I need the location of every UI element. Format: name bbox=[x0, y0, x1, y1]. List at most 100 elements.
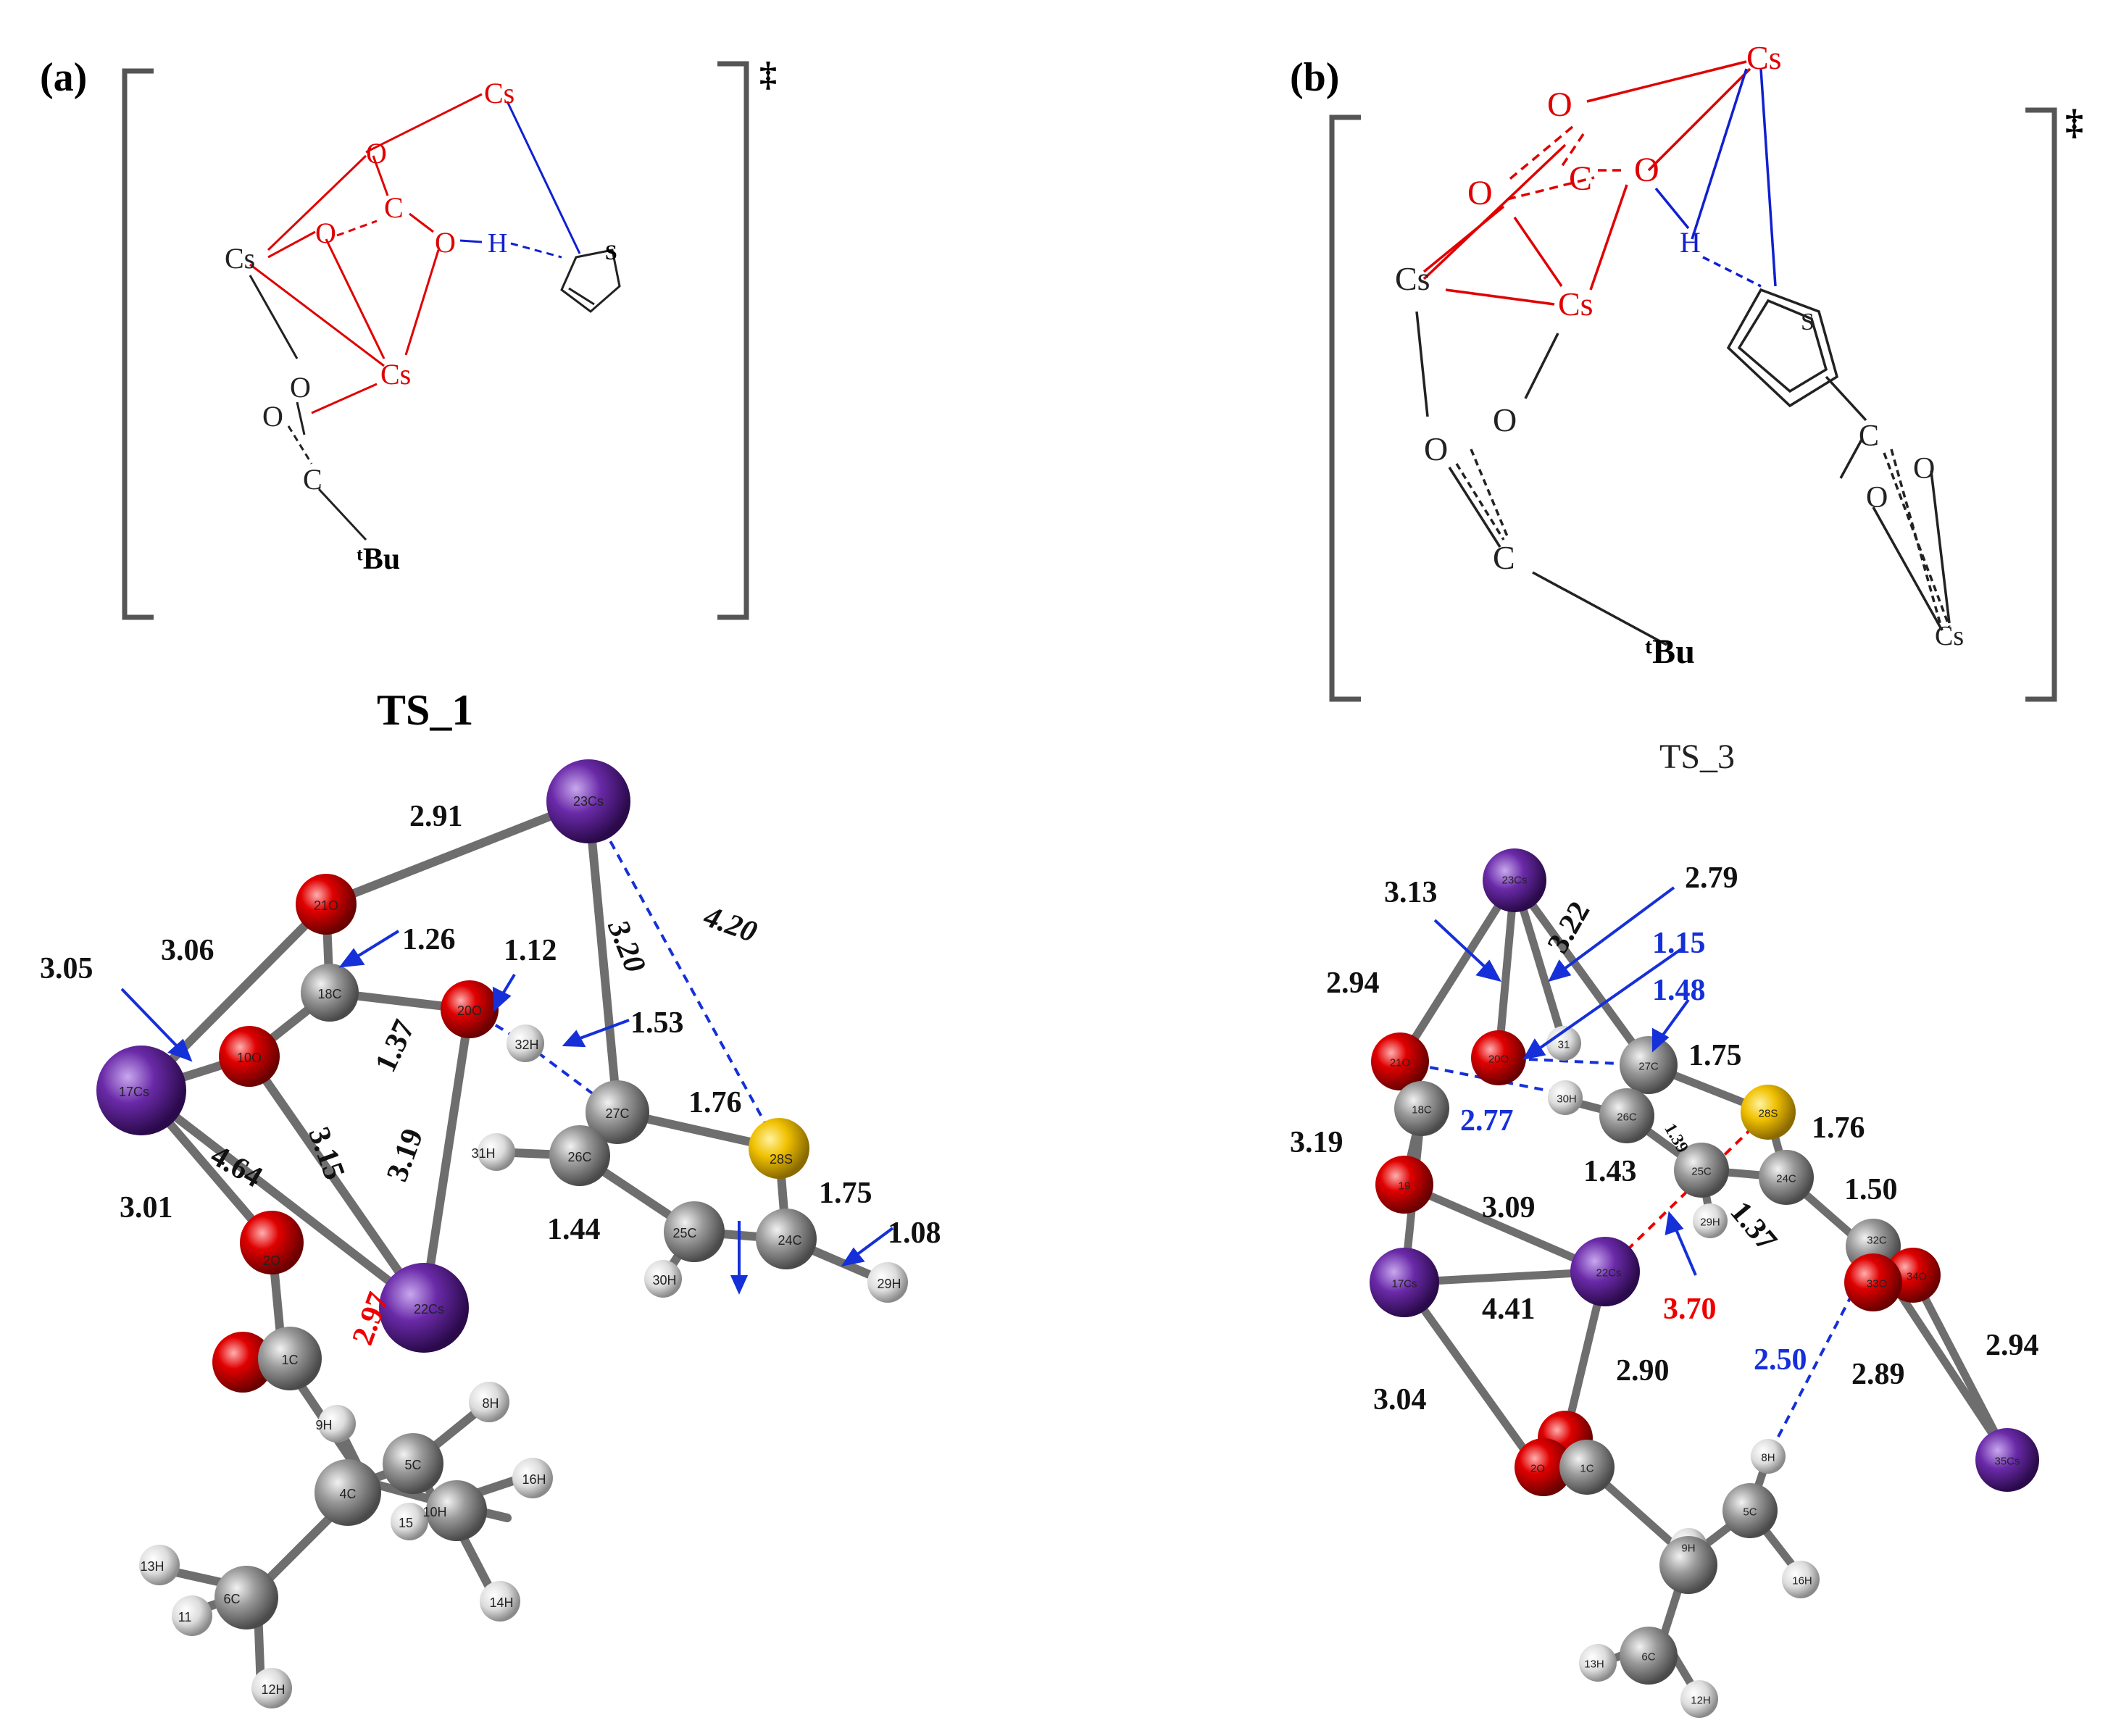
scheme-b-o-b: O bbox=[1424, 430, 1448, 467]
lbl-a-17: 17Cs bbox=[119, 1085, 149, 1099]
scheme-a-h: H bbox=[488, 228, 507, 259]
atom-a-16h bbox=[512, 1458, 553, 1498]
dist-b-289: 2.89 bbox=[1851, 1358, 1905, 1391]
scheme-a-cs-top: Cs bbox=[484, 77, 514, 109]
scheme-b-o-r1: O bbox=[1913, 452, 1935, 485]
panel-a-atoms bbox=[96, 759, 908, 1708]
panel-b-ts-label: TS_3 bbox=[1659, 738, 1735, 776]
lbl-a-6: 6C bbox=[223, 1592, 240, 1606]
atom-b-29h bbox=[1693, 1203, 1728, 1238]
atom-b-2o bbox=[1515, 1438, 1572, 1496]
lbl-b-22: 22Cs bbox=[1596, 1267, 1621, 1280]
lbl-a-21: 21O bbox=[314, 898, 338, 913]
atom-a-8h bbox=[469, 1382, 509, 1422]
lbl-b-2: 2O bbox=[1530, 1463, 1545, 1475]
dist-b-176: 1.76 bbox=[1812, 1111, 1865, 1145]
panel-b-scheme-text: Cs O O C O H Cs Cs S O O C O O C ᵗBu Cs bbox=[1395, 39, 1964, 671]
dist-b-143: 1.43 bbox=[1583, 1155, 1637, 1188]
lbl-b-21: 21O bbox=[1390, 1057, 1410, 1069]
atom-a-6c bbox=[214, 1566, 278, 1629]
atom-b-8h bbox=[1751, 1439, 1786, 1474]
scheme-b-c-low: C bbox=[1493, 539, 1515, 576]
lbl-a-12: 12H bbox=[261, 1682, 285, 1697]
panel-b-arrows bbox=[1433, 886, 1697, 1276]
scheme-a-cs-left: Cs bbox=[225, 242, 255, 275]
panel-a-ts-label: TS_1 bbox=[377, 686, 473, 734]
atom-a-29h bbox=[867, 1262, 908, 1303]
atom-b-19o bbox=[1375, 1156, 1433, 1214]
dist-a-306: 3.06 bbox=[161, 934, 214, 967]
atom-a-28s bbox=[749, 1118, 809, 1179]
atom-b-5c bbox=[1722, 1483, 1778, 1538]
lbl-a-2: 2O bbox=[263, 1253, 280, 1268]
scheme-a-c-lower: C bbox=[303, 463, 322, 496]
dist-b-277: 2.77 bbox=[1460, 1104, 1514, 1138]
atom-b-23cs bbox=[1483, 848, 1546, 912]
atom-a-13h bbox=[139, 1545, 180, 1585]
dist-b-290: 2.90 bbox=[1616, 1354, 1670, 1387]
panel-a-scheme-bonds bbox=[249, 93, 581, 541]
lbl-b-30: 30H bbox=[1557, 1093, 1577, 1106]
dist-b-370: 3.70 bbox=[1663, 1293, 1717, 1326]
lbl-a-18: 18C bbox=[317, 987, 341, 1001]
scheme-b-cs-left: Cs bbox=[1395, 260, 1430, 297]
dist-b-137: 1.37 bbox=[1723, 1195, 1783, 1258]
lbl-b-32: 32C bbox=[1867, 1235, 1887, 1247]
scheme-a-tbu: ᵗBu bbox=[357, 543, 400, 576]
lbl-b-12: 12H bbox=[1691, 1695, 1711, 1707]
atom-a-26c bbox=[549, 1125, 610, 1186]
dist-a-420: 4.20 bbox=[699, 900, 762, 950]
atom-b-35cs bbox=[1975, 1428, 2039, 1492]
atom-a-18c bbox=[301, 964, 359, 1022]
lbl-a-24: 24C bbox=[778, 1233, 801, 1248]
lbl-a-28: 28S bbox=[770, 1152, 793, 1167]
lbl-a-1: 1C bbox=[281, 1353, 298, 1367]
lbl-a-30: 30H bbox=[652, 1273, 676, 1288]
dist-a-176: 1.76 bbox=[688, 1086, 742, 1119]
dist-b-150: 1.50 bbox=[1844, 1173, 1898, 1206]
atom-a-23cs bbox=[546, 759, 630, 843]
scheme-b-cs-mid: Cs bbox=[1558, 285, 1594, 322]
atom-b-22cs bbox=[1570, 1237, 1640, 1306]
scheme-b-c: C bbox=[1569, 159, 1592, 198]
dist-b-279: 2.79 bbox=[1685, 861, 1738, 895]
lbl-b-24: 24C bbox=[1776, 1173, 1796, 1185]
scheme-a-o-right: O bbox=[435, 226, 456, 259]
panel-b-atoms bbox=[1370, 848, 2039, 1718]
atom-a-31h bbox=[478, 1133, 515, 1171]
lbl-b-5: 5C bbox=[1743, 1506, 1757, 1519]
atom-b-33o bbox=[1844, 1253, 1902, 1311]
dist-b-304: 3.04 bbox=[1373, 1383, 1427, 1416]
lbl-b-16: 16H bbox=[1792, 1575, 1812, 1587]
atom-a-4c bbox=[314, 1459, 381, 1526]
panel-a-label: (a) bbox=[40, 55, 87, 100]
dist-a-320: 3.20 bbox=[601, 915, 652, 977]
dist-a-126: 1.26 bbox=[402, 923, 456, 956]
lbl-b-27: 27C bbox=[1638, 1061, 1659, 1073]
scheme-b-tbu: ᵗBu bbox=[1645, 633, 1695, 671]
dist-a-291: 2.91 bbox=[409, 800, 463, 833]
lbl-a-32: 32H bbox=[514, 1038, 538, 1052]
panel-a-arrows bbox=[120, 930, 894, 1295]
panel-a-scheme-text: Cs O O C O H S Cs Cs O O C ᵗBu bbox=[225, 77, 617, 576]
lbl-a-11: 11 bbox=[178, 1610, 192, 1624]
scheme-a-o-lower: O bbox=[290, 371, 311, 404]
lbl-b-28: 28S bbox=[1759, 1108, 1778, 1120]
panel-a-atom-labels: 23Cs 21O 18C 20O 10O 17Cs 32H 27C 31H 26… bbox=[119, 794, 901, 1697]
scheme-a-cs-center: Cs bbox=[380, 358, 411, 391]
panel-a-distances: 2.91 3.06 3.05 1.26 1.12 3.20 4.20 1.37 … bbox=[40, 800, 941, 1349]
atom-b-4c bbox=[1659, 1536, 1717, 1594]
atom-a-9h bbox=[318, 1405, 356, 1443]
atom-b-30h bbox=[1548, 1080, 1583, 1115]
atom-a-15 bbox=[391, 1503, 428, 1540]
atom-a-25c bbox=[664, 1201, 725, 1262]
lbl-a-4: 4C bbox=[339, 1487, 356, 1501]
panel-b-thiophene-ring bbox=[1726, 288, 1867, 422]
atom-a-30h bbox=[644, 1260, 682, 1298]
lbl-b-35: 35Cs bbox=[1994, 1456, 2020, 1468]
dist-a-137: 1.37 bbox=[369, 1015, 422, 1077]
scheme-b-cs-top: Cs bbox=[1746, 39, 1782, 76]
dist-a-153: 1.53 bbox=[630, 1006, 684, 1040]
dist-b-115: 1.15 bbox=[1652, 927, 1706, 960]
